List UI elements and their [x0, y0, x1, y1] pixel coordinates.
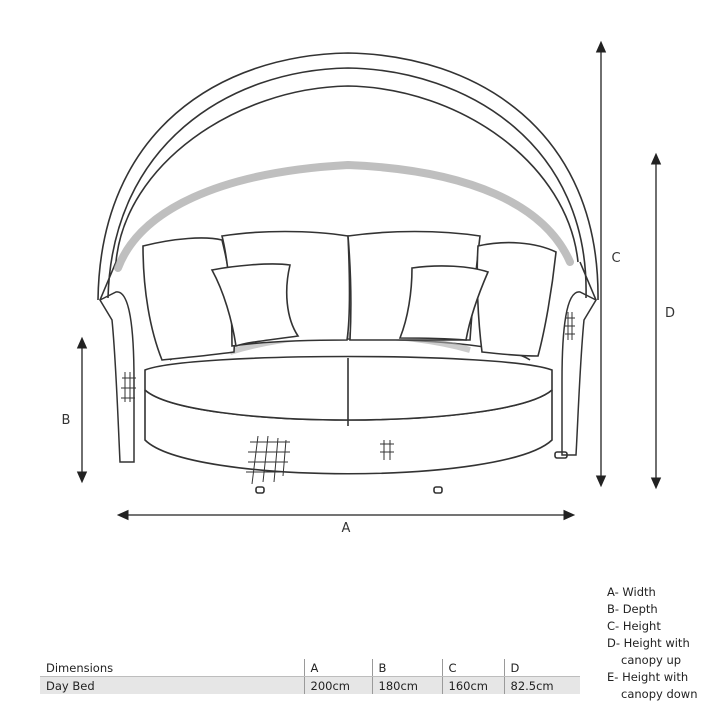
dimension-label-a: A: [342, 521, 351, 536]
legend-item-c: C- Height: [607, 619, 661, 633]
dimension-label-d: D: [665, 306, 675, 321]
header-c: C: [441, 659, 504, 677]
dimension-legend: A- Width B- Depth C- Height D- Height wi…: [607, 584, 717, 703]
header-a: A: [303, 659, 372, 677]
legend-item-b: B- Depth: [607, 602, 658, 616]
dimensions-table: Dimensions A B C D Day Bed 200cm 180cm 1…: [40, 659, 580, 694]
back-cushions: [142, 230, 557, 361]
header-dimensions: Dimensions: [40, 659, 304, 677]
header-d: D: [503, 659, 580, 677]
side-frames: [98, 291, 598, 463]
row-d: 82.5cm: [503, 676, 580, 694]
canopy-shadow: [114, 160, 574, 272]
table-row: Day Bed 200cm 180cm 160cm 82.5cm: [40, 676, 580, 694]
legend-item-a: A- Width: [607, 585, 656, 599]
weave-texture: [121, 312, 575, 485]
row-label: Day Bed: [40, 676, 304, 694]
legend-item-e-cont: canopy down: [621, 687, 698, 701]
row-a: 200cm: [303, 676, 372, 694]
row-b: 180cm: [371, 676, 442, 694]
legend-item-d: D- Height with: [607, 636, 690, 650]
dimension-arrows: [76, 40, 662, 521]
legend-item-d-cont: canopy up: [621, 653, 682, 667]
header-b: B: [371, 659, 442, 677]
canopy: [97, 52, 599, 301]
table-header-row: Dimensions A B C D: [40, 659, 580, 677]
day-bed-diagram: A B C D: [62, 40, 675, 536]
row-c: 160cm: [441, 676, 504, 694]
dimension-label-b: B: [62, 413, 71, 428]
dimension-label-c: C: [611, 251, 620, 266]
scatter-cushions: [210, 263, 490, 348]
legend-item-e: E- Height with: [607, 670, 689, 684]
